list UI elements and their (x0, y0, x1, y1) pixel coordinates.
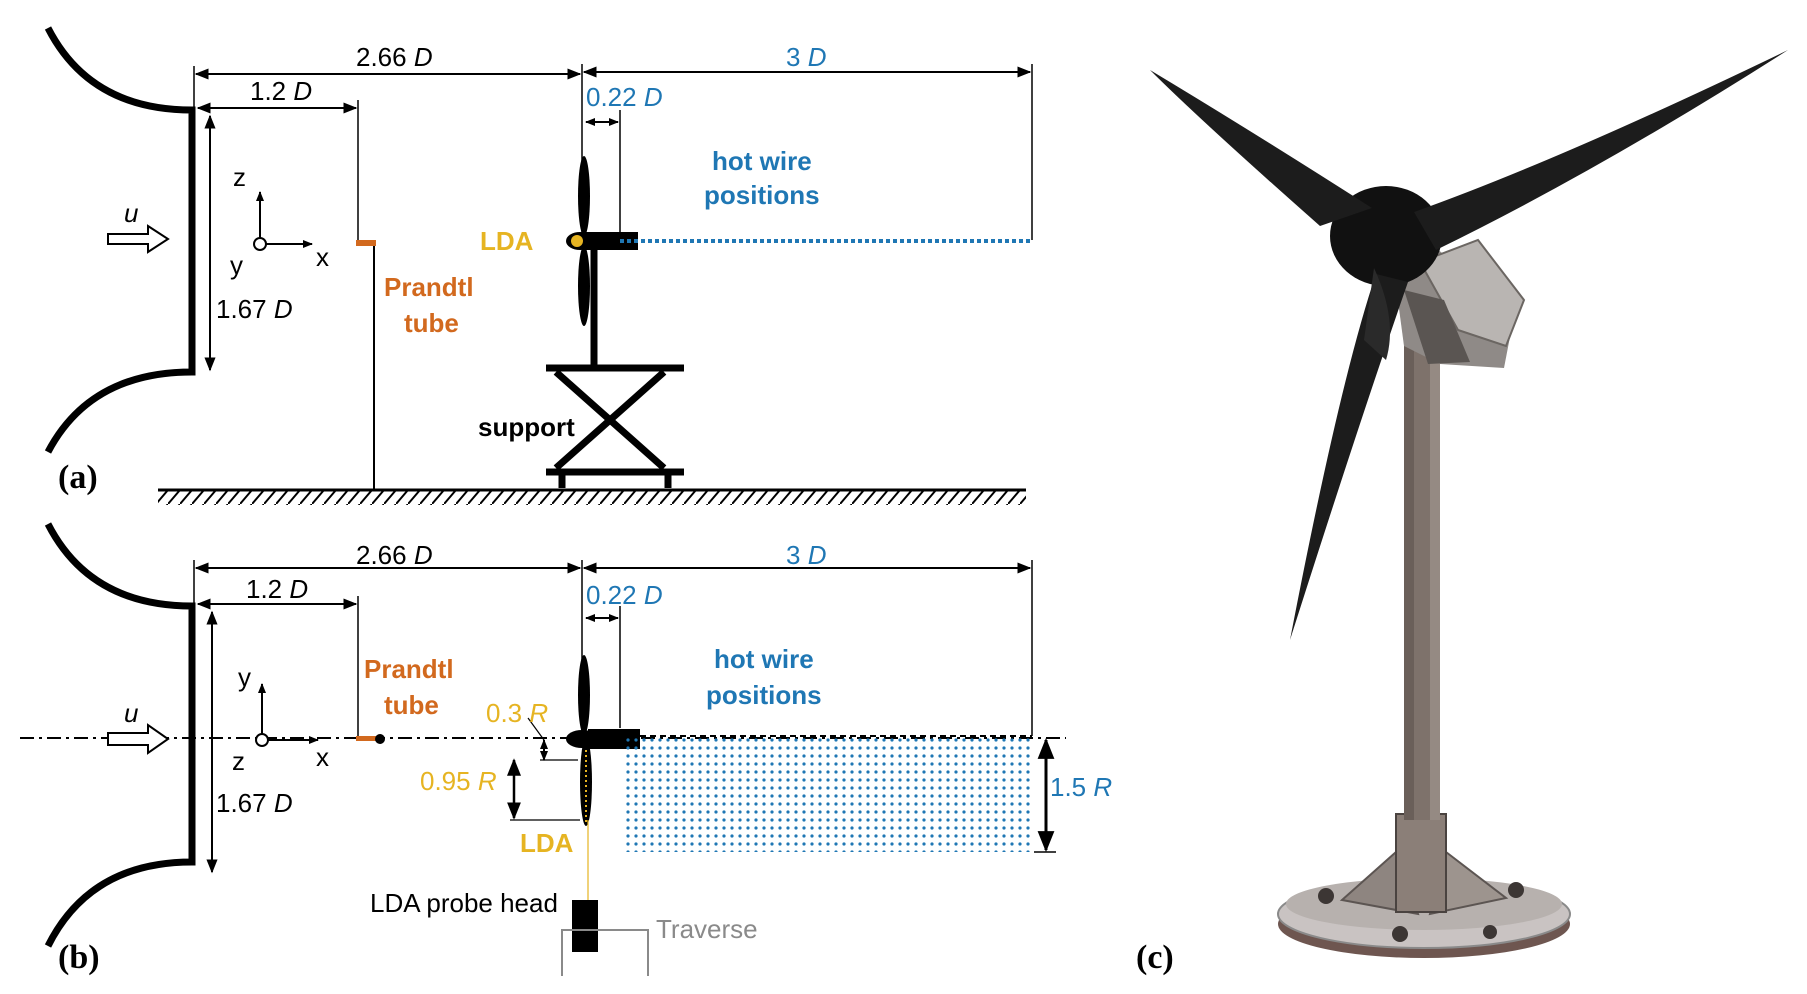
traverse-label-b: Traverse (656, 914, 758, 944)
axis-z-label-b: z (232, 746, 245, 776)
support-label-a: support (478, 412, 575, 442)
dim-167-label-a: 1.67 D (216, 294, 293, 324)
axis-z-label-a: z (233, 162, 246, 192)
panel-a-label: (a) (58, 459, 98, 496)
tube-label-b: tube (384, 690, 439, 720)
positions-label-a: positions (704, 180, 820, 210)
panel-b-label: (b) (58, 939, 100, 976)
axis-y-label-a: y (230, 250, 243, 280)
dim-15-label-b: 1.5 R (1050, 772, 1112, 802)
dim-266-label-a: 2.66 D (356, 42, 433, 72)
blade-lower-a (578, 246, 590, 326)
nacelle-a (584, 232, 638, 250)
hotwire-label-b: hot wire (714, 644, 814, 674)
dim-3D-label-b: 3 D (786, 540, 826, 570)
panel-c: (c) (1136, 50, 1788, 976)
hotwire-label-a: hot wire (712, 146, 812, 176)
lda-point-a (571, 235, 583, 247)
blade-upper-a (578, 156, 590, 236)
turbine-photo-c (1150, 50, 1788, 958)
hotwire-grid-b (622, 738, 1032, 852)
traverse-b (561, 929, 649, 976)
blade-upper-b (578, 655, 590, 735)
flow-arrow-a (107, 224, 170, 254)
flow-arrow-b (107, 723, 170, 755)
lda-probe-head-b (572, 900, 598, 952)
dim-12-label-a: 1.2 D (250, 76, 312, 106)
prandtl-label-a: Prandtl (384, 272, 474, 302)
positions-label-b: positions (706, 680, 822, 710)
lda-probe-label-b: LDA probe head (370, 888, 558, 918)
support-frame-a (546, 364, 684, 488)
panel-a: u z y x 2.66 D 1.2 D 1.67 D 3 D 0.22 D P… (44, 26, 1033, 505)
dim-095-label-b: 0.95 R (420, 766, 497, 796)
dim-266-label-b: 2.66 D (356, 540, 433, 570)
dim-12-label-b: 1.2 D (246, 574, 308, 604)
axis-x-label-b: x (316, 742, 329, 772)
flow-label-b: u (124, 698, 138, 728)
dim-022-label-a: 0.22 D (586, 82, 663, 112)
prandtl-label-b: Prandtl (364, 654, 454, 684)
axis-z-symbol-b (255, 733, 269, 747)
axis-x-label-a: x (316, 242, 329, 272)
axis-y-symbol-a (253, 237, 267, 251)
axis-y-label-b: y (238, 662, 251, 692)
dim-022-label-b: 0.22 D (586, 580, 663, 610)
panel-b: u y z x 2.66 D 1.2 D 1.67 D 3 D 0.22 D P… (20, 522, 1112, 976)
dim-03-label-b: 0.3 R (486, 698, 548, 728)
dim-3D-label-a: 3 D (786, 42, 826, 72)
lda-label-b: LDA (520, 828, 574, 858)
panel-c-label: (c) (1136, 939, 1174, 976)
nozzle-b (44, 522, 196, 948)
flow-label-a: u (124, 198, 138, 228)
dim-167-label-b: 1.67 D (216, 788, 293, 818)
tube-label-a: tube (404, 308, 459, 338)
lda-label-a: LDA (480, 226, 534, 256)
prandtl-tube-b (356, 736, 376, 741)
nozzle-a (44, 26, 196, 454)
